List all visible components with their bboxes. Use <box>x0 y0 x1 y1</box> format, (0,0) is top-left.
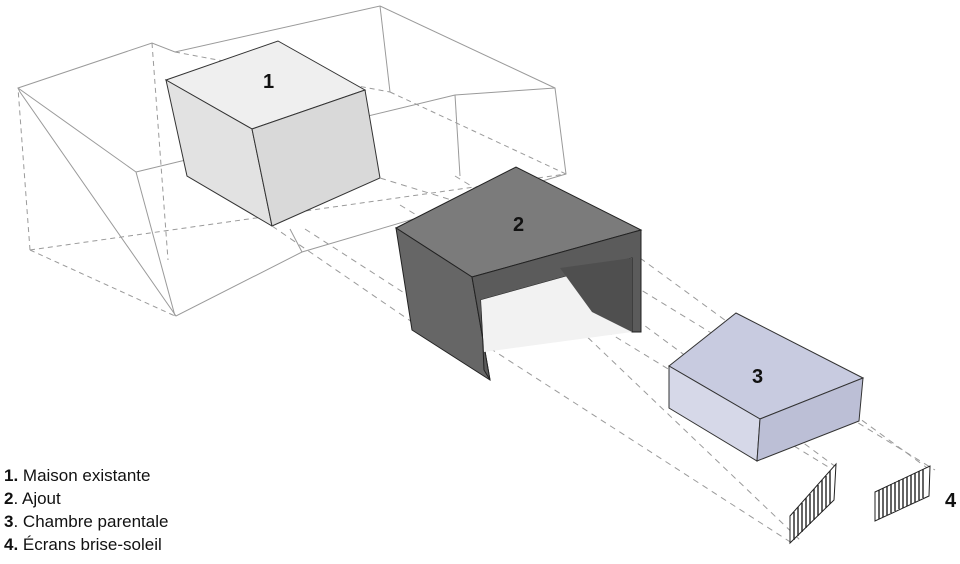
legend-item-3: 3. Chambre parentale <box>4 510 168 533</box>
screen-right <box>874 465 931 522</box>
legend-number: 2 <box>4 489 14 508</box>
legend-text: Écrans brise-soleil <box>18 535 162 554</box>
label-1: 1 <box>263 71 274 93</box>
legend-item-2: 2. Ajout <box>4 487 168 510</box>
block-3-chambre-parentale <box>668 312 865 462</box>
legend-number: 3 <box>4 512 14 531</box>
legend-text: . Ajout <box>13 489 61 508</box>
legend-item-4: 4. Écrans brise-soleil <box>4 533 168 556</box>
label-4: 4 <box>945 490 957 512</box>
legend-number: 1. <box>4 466 19 485</box>
legend-item-1: 1. Maison existante <box>4 464 168 487</box>
block-1-maison-existante <box>164 40 381 228</box>
block-2-ajout <box>394 166 643 382</box>
legend-number: 4. <box>4 535 19 554</box>
legend: 1. Maison existante 2. Ajout 3. Chambre … <box>4 464 168 556</box>
label-2: 2 <box>513 214 524 236</box>
legend-text: Maison existante <box>18 466 151 485</box>
legend-text: . Chambre parentale <box>13 512 169 531</box>
label-3: 3 <box>752 366 763 388</box>
screen-left <box>789 462 837 545</box>
